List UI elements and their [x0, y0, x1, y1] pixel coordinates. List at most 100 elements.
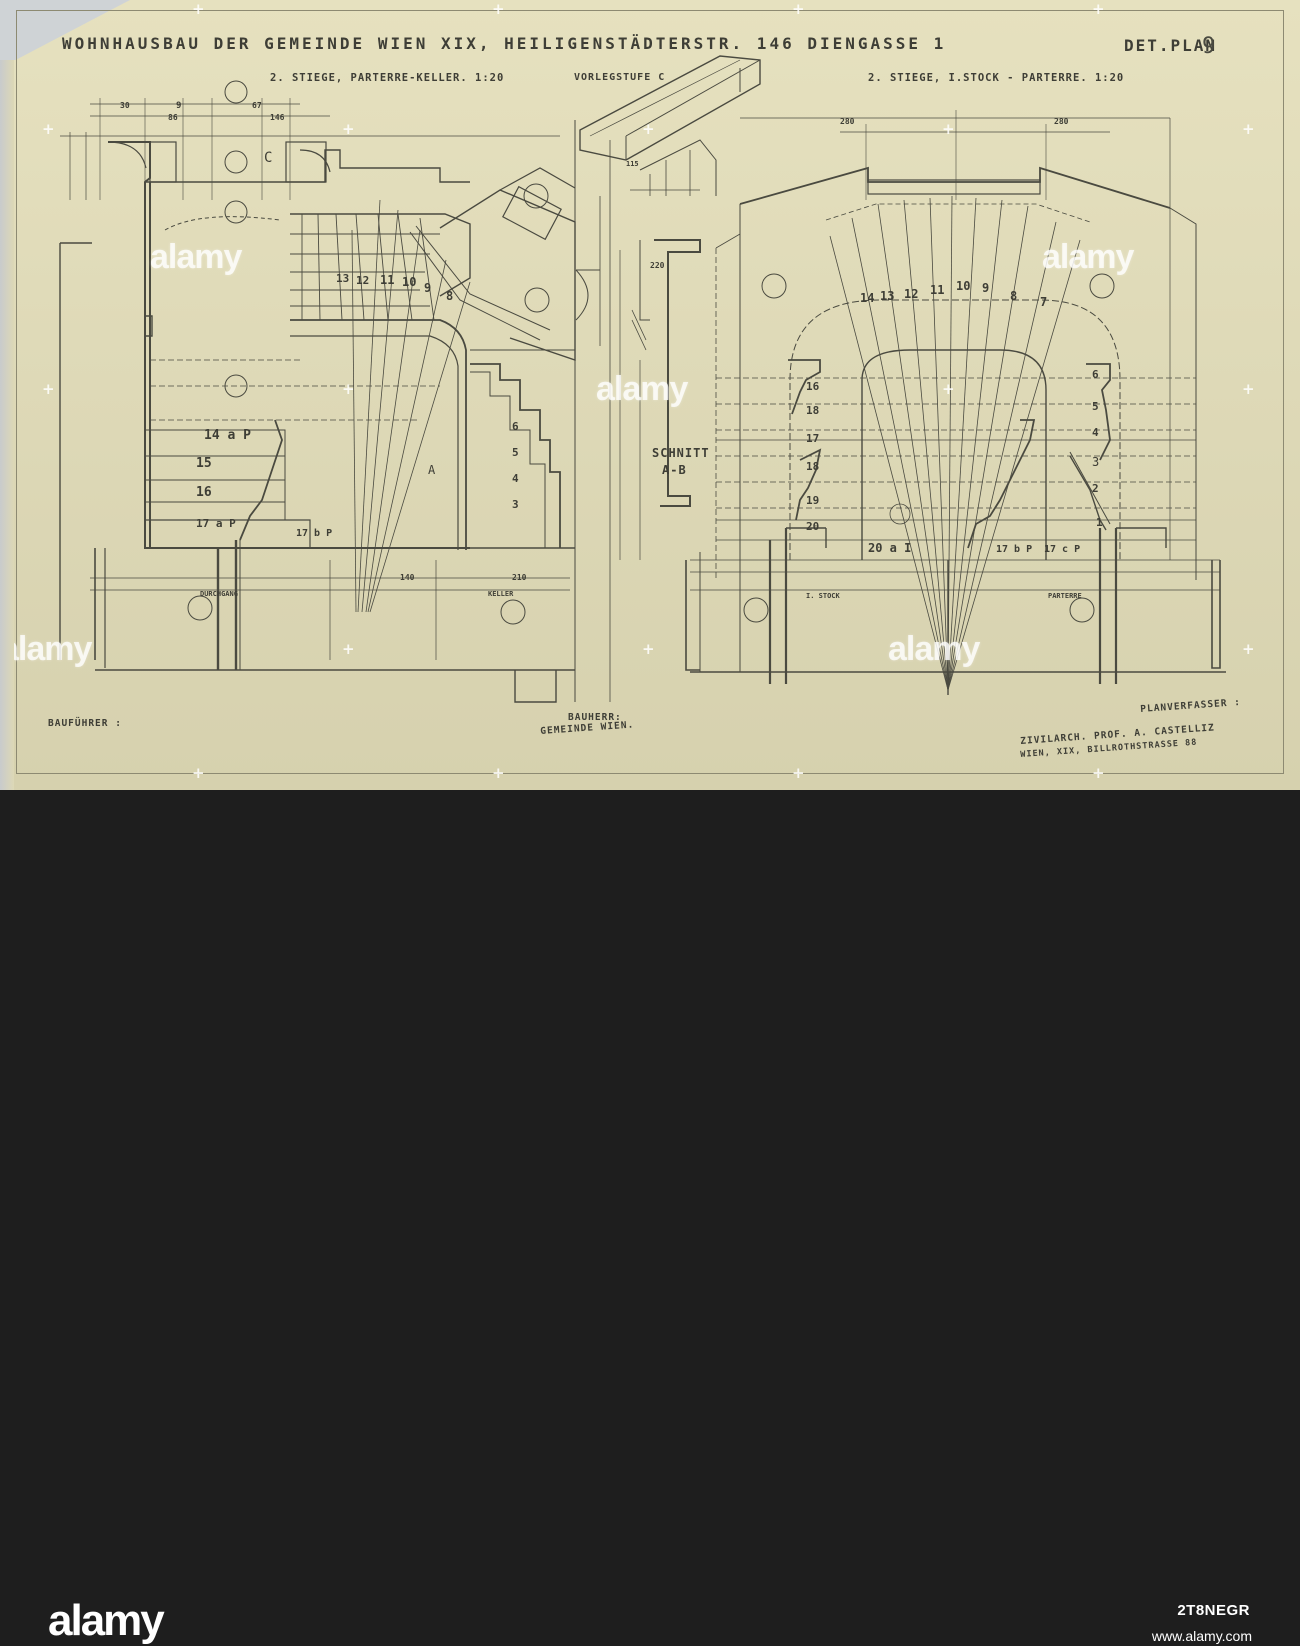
svg-text:18: 18	[806, 404, 819, 417]
svg-text:6: 6	[512, 420, 519, 433]
right-plan-subtitle: 2. STIEGE, I.STOCK - PARTERRE. 1:20	[868, 72, 1125, 84]
watermark: alamy	[0, 630, 92, 668]
svg-text:14: 14	[860, 291, 874, 305]
svg-text:6: 6	[1092, 368, 1099, 381]
sheet-label: DET.PLAN	[1124, 36, 1218, 55]
svg-text:PARTERRE: PARTERRE	[1048, 592, 1082, 600]
svg-text:9: 9	[176, 101, 181, 111]
architectural-drawing: 30 9 67 146 86 C 14 a P 15 16 17 a P 17 …	[59, 55, 1226, 703]
svg-text:14 a P: 14 a P	[204, 428, 251, 443]
svg-text:17 b P: 17 b P	[296, 528, 332, 539]
svg-text:17 c P: 17 c P	[1044, 544, 1080, 555]
svg-text:1: 1	[1096, 516, 1103, 529]
watermark-cross-icon: +	[492, 764, 505, 782]
watermark-cross-icon: +	[342, 640, 355, 658]
svg-text:A: A	[428, 463, 436, 477]
section-label-ab: A-B	[662, 463, 687, 477]
baufuehrer-label: BAUFÜHRER :	[48, 718, 122, 729]
watermark-cross-icon: +	[42, 120, 55, 138]
watermark: alamy	[150, 238, 242, 276]
svg-text:3: 3	[1092, 455, 1099, 469]
svg-text:13: 13	[336, 272, 349, 285]
svg-text:12: 12	[904, 287, 918, 301]
sheet-border	[16, 10, 1284, 774]
svg-text:8: 8	[1010, 289, 1017, 303]
svg-text:18: 18	[806, 460, 819, 473]
watermark-cross-icon: +	[1242, 120, 1255, 138]
section-a-b	[575, 196, 701, 560]
svg-text:3: 3	[512, 498, 519, 511]
watermark-cross-icon: +	[792, 0, 805, 18]
watermark-cross-icon: +	[42, 380, 55, 398]
svg-text:20 a I: 20 a I	[868, 541, 911, 555]
svg-text:86: 86	[168, 113, 178, 122]
svg-text:10: 10	[402, 275, 416, 289]
watermark: alamy	[1042, 238, 1134, 276]
stock-logo[interactable]: alamy	[48, 1596, 165, 1645]
svg-text:210: 210	[512, 573, 527, 582]
svg-text:5: 5	[1092, 400, 1099, 413]
watermark-cross-icon: +	[342, 380, 355, 398]
svg-text:17 b P: 17 b P	[996, 544, 1032, 555]
bauherr-label: BAUHERR:	[568, 712, 622, 723]
svg-text:8: 8	[446, 289, 453, 303]
svg-text:4: 4	[1092, 426, 1099, 439]
watermark: alamy	[596, 370, 688, 408]
svg-text:140: 140	[400, 573, 415, 582]
watermark-cross-icon: +	[942, 380, 955, 398]
drawing-sheet: 30 9 67 146 86 C 14 a P 15 16 17 a P 17 …	[0, 0, 1300, 790]
watermark-cross-icon: +	[1242, 640, 1255, 658]
watermark-cross-icon: +	[492, 0, 505, 18]
svg-text:16: 16	[806, 380, 820, 393]
svg-text:2: 2	[1092, 482, 1099, 495]
dimension-annotations: 30 9 67 146 86 C 14 a P 15 16 17 a P 17 …	[120, 101, 1103, 600]
watermark-cross-icon: +	[642, 640, 655, 658]
watermark-cross-icon: +	[342, 120, 355, 138]
svg-text:280: 280	[1054, 117, 1069, 126]
right-stair-plan	[685, 110, 1226, 695]
svg-text:16: 16	[196, 485, 212, 500]
svg-text:4: 4	[512, 472, 519, 485]
watermark: alamy	[888, 630, 980, 668]
watermark-cross-icon: +	[1092, 0, 1105, 18]
watermark-cross-icon: +	[792, 764, 805, 782]
svg-text:280: 280	[840, 117, 855, 126]
svg-text:67: 67	[252, 101, 262, 110]
svg-text:KELLER: KELLER	[488, 590, 514, 598]
svg-text:17: 17	[806, 432, 819, 445]
left-plan-subtitle: 2. STIEGE, PARTERRE-KELLER. 1:20	[270, 72, 505, 84]
site-url[interactable]: www.alamy.com	[1151, 1628, 1252, 1644]
vorlegstufe-detail	[579, 55, 761, 196]
stock-footer-bar: alamy 2T8NEGR www.alamy.com	[0, 790, 1300, 1645]
watermark-cross-icon: +	[1092, 764, 1105, 782]
svg-text:15: 15	[196, 456, 212, 471]
svg-text:10: 10	[956, 279, 970, 293]
svg-text:17 a P: 17 a P	[196, 517, 236, 530]
svg-text:20: 20	[806, 520, 819, 533]
svg-text:13: 13	[880, 289, 894, 303]
watermark-cross-icon: +	[192, 0, 205, 18]
svg-text:C: C	[264, 150, 272, 166]
svg-text:30: 30	[120, 101, 130, 110]
watermark-cross-icon: +	[192, 764, 205, 782]
svg-text:12: 12	[356, 274, 369, 287]
svg-text:19: 19	[806, 494, 819, 507]
drawing-title: WOHNHAUSBAU DER GEMEINDE WIEN XIX, HEILI…	[62, 34, 947, 53]
middle-detail-subtitle: VORLEGSTUFE C	[574, 72, 666, 83]
svg-text:220: 220	[650, 261, 665, 270]
left-stair-plan	[59, 80, 611, 703]
svg-text:DURCHGANG: DURCHGANG	[200, 590, 238, 598]
watermark-cross-icon: +	[1242, 380, 1255, 398]
section-label: SCHNITT	[652, 446, 710, 460]
image-id: 2T8NEGR	[1177, 1602, 1250, 1619]
svg-text:11: 11	[930, 283, 944, 297]
svg-text:115: 115	[626, 160, 639, 168]
svg-text:I. STOCK: I. STOCK	[806, 592, 841, 600]
svg-text:11: 11	[380, 273, 394, 287]
svg-text:7: 7	[1040, 295, 1047, 309]
watermark-cross-icon: +	[642, 120, 655, 138]
sheet-number: 9	[1202, 34, 1217, 59]
svg-text:146: 146	[270, 113, 285, 122]
watermark-cross-icon: +	[942, 120, 955, 138]
svg-text:9: 9	[982, 281, 989, 295]
